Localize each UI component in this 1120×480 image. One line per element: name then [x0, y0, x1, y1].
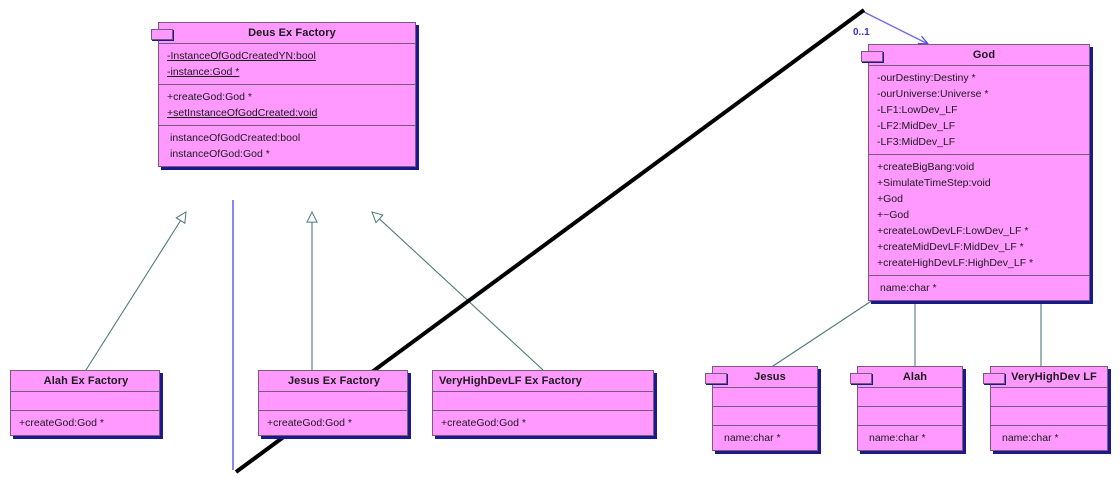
attributes-compartment — [991, 387, 1107, 406]
class-icon-tab — [861, 51, 883, 62]
operations-compartment — [991, 406, 1107, 425]
operation-item: +~God — [877, 209, 910, 221]
attribute-item: -instance:God * — [167, 66, 240, 78]
operations-compartment: +createGod:God * — [433, 410, 653, 435]
class-veryhighdev-lf[interactable]: VeryHighDev LF name:char * — [983, 366, 1108, 451]
extras-compartment: name:char * — [713, 425, 817, 450]
operation-item: +createGod:God * — [167, 91, 252, 103]
class-title: Alah — [902, 371, 928, 383]
extra-item: name:char * — [880, 282, 937, 294]
class-title: VeryHighDevLF Ex Factory — [439, 375, 583, 387]
class-icon-tab — [983, 373, 1005, 384]
extra-item: name:char * — [1002, 432, 1059, 444]
attributes-compartment — [858, 387, 962, 406]
class-alah[interactable]: Alah name:char * — [850, 366, 963, 451]
generalization-alah-factory-to-deus — [85, 212, 186, 371]
attributes-compartment — [259, 391, 407, 410]
operation-item: +createMidDevLF:MidDev_LF * — [877, 241, 1024, 253]
class-god[interactable]: God -ourDestiny:Destiny * -ourUniverse:U… — [861, 44, 1090, 301]
extras-compartment: instanceOfGodCreated:bool instanceOfGod:… — [159, 125, 415, 166]
operations-compartment — [713, 406, 817, 425]
extras-compartment: name:char * — [991, 425, 1107, 450]
operation-item: +God — [877, 193, 903, 205]
attributes-compartment — [713, 387, 817, 406]
operation-item: +createGod:God * — [19, 417, 104, 429]
generalization-jesus-to-god — [769, 290, 888, 369]
attribute-item: -LF3:MidDev_LF — [877, 136, 956, 148]
class-icon-tab — [151, 29, 173, 40]
operation-item: +createHighDevLF:HighDev_LF * — [877, 257, 1034, 269]
class-deus-ex-factory[interactable]: Deus Ex Factory -InstanceOfGodCreatedYN:… — [151, 22, 416, 167]
class-jesus[interactable]: Jesus name:char * — [705, 366, 818, 451]
class-title: VeryHighDev LF — [1011, 371, 1097, 383]
operation-item: +createGod:God * — [441, 417, 526, 429]
class-title: Deus Ex Factory — [248, 27, 336, 39]
operations-compartment: +createGod:God * — [259, 410, 407, 435]
operations-compartment — [858, 406, 962, 425]
class-title: Alah Ex Factory — [43, 375, 129, 387]
operation-item: +createBigBang:void — [877, 161, 975, 173]
attribute-item: -ourDestiny:Destiny * — [877, 72, 976, 84]
operation-item: +setInstanceOfGodCreated:void — [167, 107, 318, 119]
extra-item: instanceOfGodCreated:bool — [170, 132, 301, 144]
attributes-compartment — [433, 391, 653, 410]
operation-item: +SimulateTimeStep:void — [877, 177, 991, 189]
attribute-item: -InstanceOfGodCreatedYN:bool — [167, 50, 316, 62]
class-veryhighdevlf-ex-factory[interactable]: VeryHighDevLF Ex Factory +createGod:God … — [432, 370, 654, 436]
attribute-item: -LF1:LowDev_LF — [877, 104, 958, 116]
attributes-compartment: -InstanceOfGodCreatedYN:bool -instance:G… — [159, 43, 415, 84]
operations-compartment: +createBigBang:void +SimulateTimeStep:vo… — [869, 154, 1089, 275]
extra-item: name:char * — [724, 432, 781, 444]
class-title: God — [972, 49, 996, 61]
class-jesus-ex-factory[interactable]: Jesus Ex Factory +createGod:God * — [258, 370, 408, 436]
generalization-veryhighdevlf-factory-to-deus — [372, 212, 544, 371]
attribute-item: -LF2:MidDev_LF — [877, 120, 956, 132]
operation-item: +createLowDevLF:LowDev_LF * — [877, 225, 1029, 237]
class-icon-tab — [705, 373, 727, 384]
class-alah-ex-factory[interactable]: Alah Ex Factory +createGod:God * — [10, 370, 160, 436]
operation-item: +createGod:God * — [267, 417, 352, 429]
extras-compartment: name:char * — [869, 275, 1089, 300]
extras-compartment: name:char * — [858, 425, 962, 450]
attribute-item: -ourUniverse:Universe * — [877, 88, 989, 100]
class-title: Jesus — [754, 371, 786, 383]
operations-compartment: +createGod:God * — [11, 410, 159, 435]
attributes-compartment — [11, 391, 159, 410]
association-multiplicity-label: 0..1 — [853, 27, 870, 38]
operations-compartment: +createGod:God * +setInstanceOfGodCreate… — [159, 84, 415, 125]
extra-item: name:char * — [869, 432, 926, 444]
attributes-compartment: -ourDestiny:Destiny * -ourUniverse:Unive… — [869, 65, 1089, 154]
class-title: Jesus Ex Factory — [287, 375, 381, 387]
extra-item: instanceOfGod:God * — [170, 148, 270, 160]
class-icon-tab — [850, 373, 872, 384]
